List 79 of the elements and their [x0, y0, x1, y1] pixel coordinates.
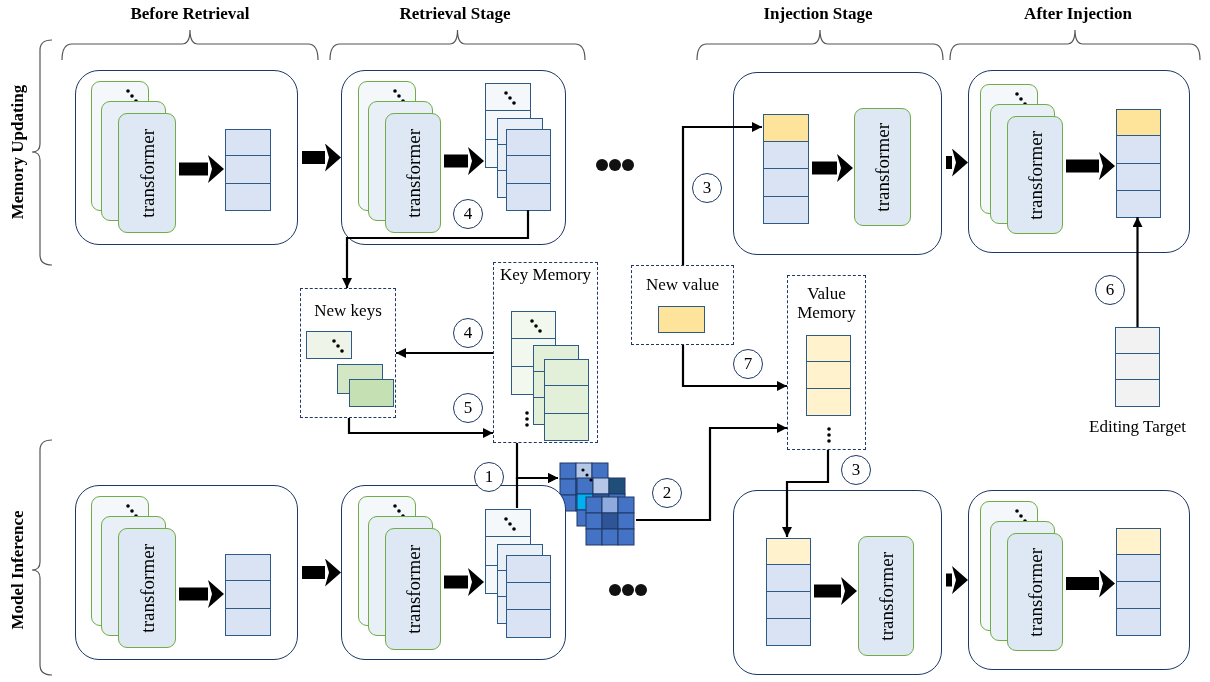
block-arrow: [946, 566, 968, 594]
block-arrow: [812, 154, 853, 182]
arrow: [636, 423, 787, 522]
transformer-label: transformer: [403, 128, 423, 218]
dashed-box: [787, 275, 866, 450]
arrow: [681, 122, 762, 265]
block-arrow: [1066, 152, 1115, 180]
transformer-label: transformer: [403, 544, 423, 634]
arrow: [347, 418, 493, 438]
memory-stack: [225, 129, 271, 211]
memory-stack: [763, 114, 809, 224]
block-arrow: [814, 577, 857, 605]
block-arrow: [444, 147, 484, 175]
step-number: 2: [652, 478, 682, 508]
value-card: [658, 306, 705, 333]
step-number: 5: [453, 393, 483, 423]
column-heading: Before Retrieval: [130, 4, 250, 24]
block-arrow: [946, 148, 968, 177]
arrow: [396, 348, 493, 358]
arrow: [681, 345, 787, 391]
block-arrow: [302, 558, 341, 587]
step-number: 7: [733, 349, 763, 379]
transformer-block: [854, 108, 911, 226]
column-heading: Injection Stage: [763, 4, 873, 24]
box-title: New value: [644, 275, 721, 294]
memory-stack: [1115, 327, 1160, 407]
transformer-block: [118, 113, 176, 233]
transformer-label: transformer: [1025, 130, 1045, 220]
dashed-box: [493, 262, 598, 443]
row-heading: Model Inference: [8, 510, 28, 630]
step-number: 6: [1095, 275, 1125, 305]
block-arrow: [179, 155, 224, 183]
box-title: Value Memory: [796, 284, 857, 322]
key-stack: [485, 509, 551, 638]
arrow: [1132, 217, 1143, 327]
transformer-label: transformer: [876, 551, 896, 641]
step-number: 1: [474, 462, 504, 492]
stage-panel: [341, 70, 566, 245]
arrow: [342, 210, 530, 288]
node-label: Editing Target: [1089, 417, 1186, 437]
arrow: [782, 450, 830, 537]
stage-panel: [733, 490, 942, 675]
transformer-block: [385, 528, 441, 650]
step-number: 3: [841, 455, 871, 485]
column-heading: After Injection: [1024, 4, 1132, 24]
transformer-label: transformer: [1025, 547, 1045, 637]
transformer-block: [385, 113, 441, 233]
transformer-label: transformer: [137, 543, 157, 633]
attention-matrix-drawing: [558, 462, 636, 546]
arrow: [515, 473, 558, 508]
transformer-block: [1007, 116, 1063, 234]
row-heading: Memory Updating: [8, 84, 28, 220]
key-stack: [485, 83, 551, 211]
transformer-block: [1007, 533, 1063, 651]
stage-panel: [968, 70, 1190, 253]
transformer-block: [858, 536, 914, 656]
memory-stack: [1116, 109, 1161, 218]
memory-stack: [766, 538, 811, 646]
memory-stack: [225, 554, 271, 636]
dashed-box: [631, 265, 734, 345]
box-title: Key Memory: [498, 265, 593, 284]
stage-panel: [75, 70, 298, 245]
block-arrow: [179, 580, 224, 608]
box-title: New keys: [313, 301, 383, 320]
block-arrow: [302, 143, 341, 172]
dashed-box: [300, 288, 396, 418]
step-number: 3: [692, 173, 722, 203]
stage-panel: [75, 485, 298, 660]
step-number: 4: [453, 318, 483, 348]
transformer-block: [118, 528, 176, 648]
transformer-label: transformer: [873, 122, 892, 212]
block-arrow: [444, 568, 484, 596]
block-arrow: [1066, 569, 1115, 598]
stage-panel: [968, 490, 1190, 670]
memory-stack: [1116, 528, 1161, 636]
column-heading: Retrieval Stage: [399, 4, 511, 24]
stage-panel: [341, 485, 566, 660]
stage-panel: [733, 72, 942, 255]
transformer-label: transformer: [137, 128, 157, 218]
